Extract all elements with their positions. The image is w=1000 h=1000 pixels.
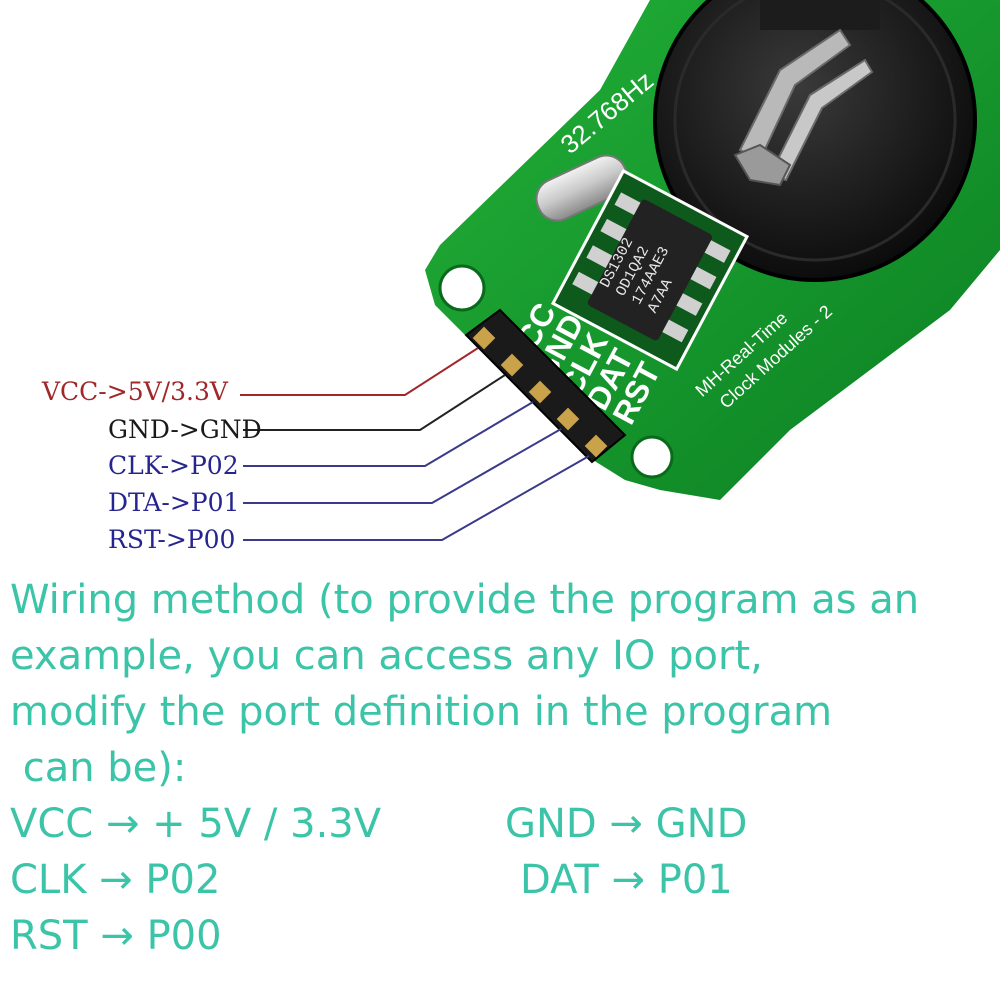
- mapping-clk: CLK → P02: [10, 857, 221, 903]
- description-line: example, you can access any IO port,: [10, 633, 763, 679]
- pin-label-gnd: GND->GND: [108, 415, 262, 444]
- rtc-module-illustration: 32.768Hz DS1302 OD1QA2 174AAE3 A7AA MH-R…: [240, 0, 1000, 541]
- pin-label-dta: DTA->P01: [108, 488, 240, 517]
- mapping-row: VCC → + 5V / 3.3V GND → GND: [10, 796, 990, 852]
- mapping-gnd: GND → GND: [505, 801, 748, 847]
- mapping-rst: RST → P00: [10, 913, 222, 959]
- mapping-row: RST → P00: [10, 908, 990, 964]
- pin-label-clk: CLK->P02: [108, 451, 239, 480]
- leader-line-clk: [243, 401, 534, 467]
- mounting-hole: [438, 264, 486, 312]
- description-line: Wiring method (to provide the program as…: [10, 577, 920, 623]
- leader-line-rst: [243, 455, 590, 541]
- leader-line-dta: [243, 428, 562, 504]
- mapping-vcc: VCC → + 5V / 3.3V: [10, 801, 382, 847]
- ic-chip: [550, 168, 750, 372]
- pin-label-rst: RST->P00: [108, 525, 236, 554]
- pin-header: [464, 308, 627, 464]
- description-line: can be):: [10, 745, 187, 791]
- mapping-dat: DAT → P01: [520, 857, 733, 903]
- leader-line-gnd: [243, 374, 506, 431]
- leader-line-vcc: [240, 347, 479, 396]
- pin-mapping: VCC → + 5V / 3.3V GND → GND CLK → P02 DA…: [10, 796, 990, 964]
- wiring-description: Wiring method (to provide the program as…: [10, 572, 995, 796]
- coin-cell-holder: [653, 0, 977, 282]
- crystal-oscillator: [535, 154, 629, 222]
- mounting-hole: [630, 435, 674, 479]
- description-line: modify the port definition in the progra…: [10, 689, 833, 735]
- mapping-row: CLK → P02 DAT → P01: [10, 852, 990, 908]
- pin-label-vcc: VCC->5V/3.3V: [42, 377, 228, 406]
